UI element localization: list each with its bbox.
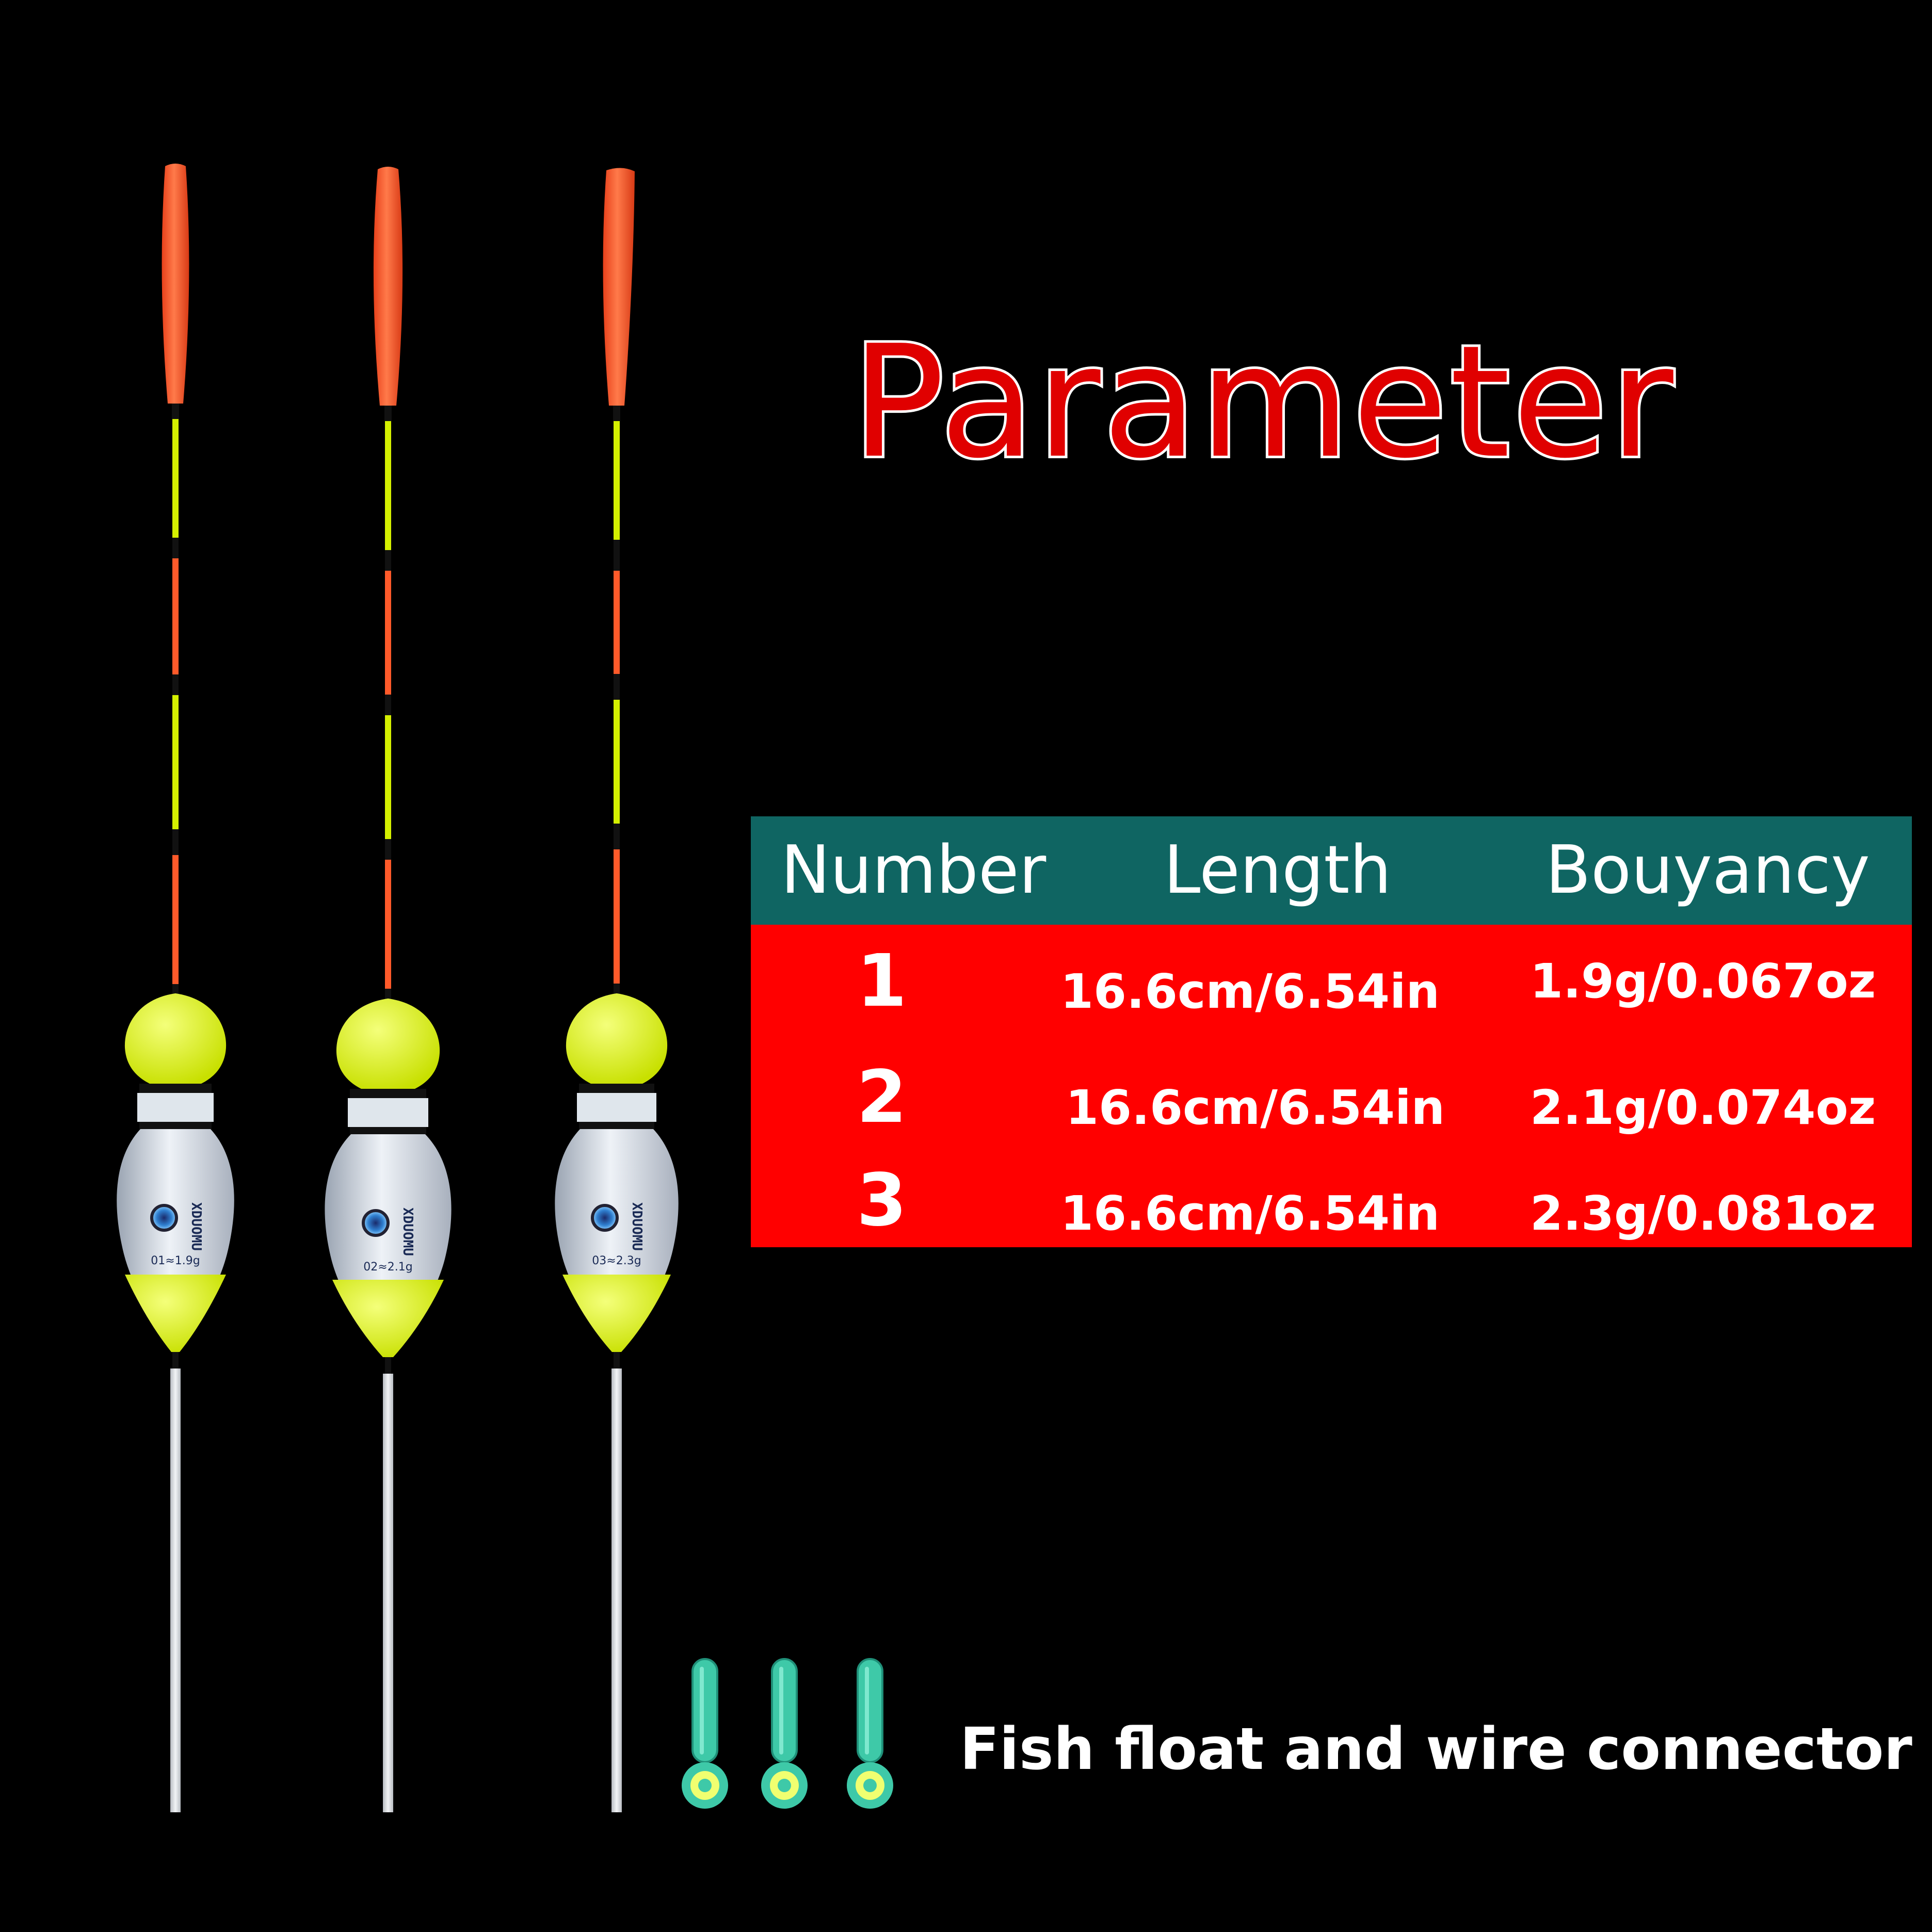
svg-text:XDUOMU: XDUOMU — [629, 1202, 645, 1251]
svg-text:XDUOMU: XDUOMU — [188, 1202, 204, 1251]
row-3-buoyancy: 2.3g/0.081oz — [1530, 1186, 1876, 1241]
header-bouyancy: Bouyancy — [1545, 832, 1870, 909]
float-1: XDUOMU 01≈1.9g — [117, 164, 234, 1812]
svg-text:03≈2.3g: 03≈2.3g — [592, 1254, 641, 1267]
header-number: Number — [781, 832, 1046, 909]
float-2: XDUOMU 02≈2.1g — [325, 167, 452, 1812]
float-1-tip — [162, 164, 189, 404]
float-3-tip — [603, 168, 635, 406]
float-2-tip — [373, 167, 403, 406]
svg-text:01≈1.9g: 01≈1.9g — [151, 1254, 200, 1267]
svg-text:XDUOMU: XDUOMU — [400, 1208, 415, 1256]
row-3-length: 16.6cm/6.54in — [1060, 1186, 1440, 1241]
row-1-buoyancy: 1.9g/0.067oz — [1530, 954, 1876, 1009]
wire-connector-3 — [847, 1658, 893, 1809]
table-body: 1 16.6cm/6.54in 1.9g/0.067oz 2 16.6cm/6.… — [751, 925, 1912, 1247]
caption: Fish float and wire connector — [960, 1716, 1912, 1783]
wire-connector-1 — [682, 1658, 728, 1809]
parameter-table: Number Length Bouyancy 1 16.6cm/6.54in 1… — [751, 816, 1912, 1247]
svg-text:02≈2.1g: 02≈2.1g — [363, 1261, 412, 1274]
header-length: Length — [1164, 832, 1392, 909]
wire-connector-2 — [761, 1658, 808, 1809]
float-3: XDUOMU 03≈2.3g — [555, 168, 679, 1812]
row-2-number: 2 — [857, 1055, 907, 1139]
row-1-length: 16.6cm/6.54in — [1060, 964, 1440, 1019]
row-1-number: 1 — [857, 939, 907, 1023]
row-3-number: 3 — [857, 1158, 907, 1243]
row-2-buoyancy: 2.1g/0.074oz — [1530, 1080, 1876, 1135]
row-2-length: 16.6cm/6.54in — [1066, 1080, 1445, 1135]
page-title: Parameter — [849, 312, 1676, 492]
table-header: Number Length Bouyancy — [751, 816, 1912, 925]
